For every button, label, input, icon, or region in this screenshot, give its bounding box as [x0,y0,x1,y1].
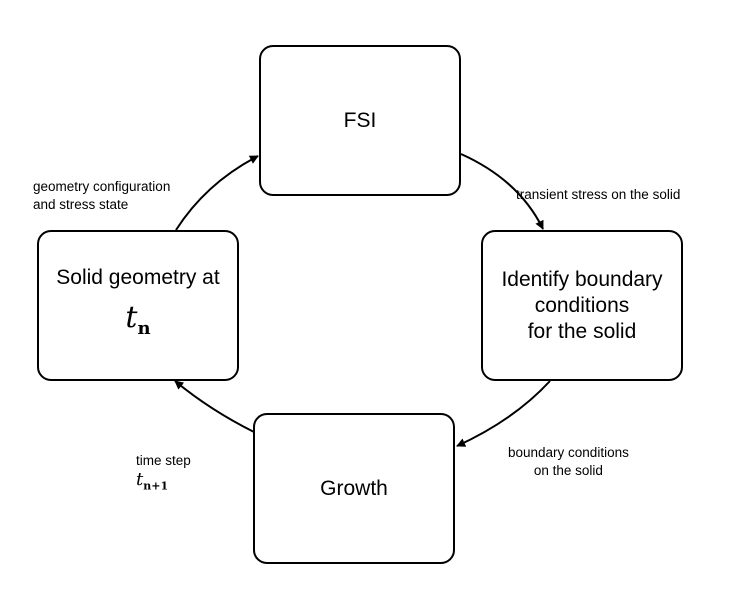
solid-geometry-node: Solid geometry at tn [37,230,239,381]
fsi-node: FSI [259,45,461,196]
fsi-node-label: FSI [343,108,377,132]
edge-label-time-step-math-var: t [136,469,144,490]
solid-geometry-node-label: Solid geometry at [56,266,220,289]
arrow-solid-to-fsi [175,155,259,231]
solid-geometry-math-var: t [125,300,138,335]
edge-label-transient-stress-text: transient stress on the solid [516,187,681,202]
arrow-fsi-to-boundary [460,153,544,230]
solid-geometry-math: tn [125,301,150,346]
arrow-boundary-to-growth [456,380,551,447]
solid-geometry-math-sub: n [137,318,151,339]
edge-label-time-step: time step tn+1 [136,434,191,496]
boundary-conditions-node-label: Identify boundary conditions for the sol… [501,267,663,343]
edge-label-geometry-configuration: geometry configuration and stress state [33,160,170,214]
edge-label-time-step-text: time step [136,453,191,468]
edge-label-time-step-math: tn+1 [136,469,168,493]
edge-label-boundary-conditions: boundary conditions on the solid [508,426,629,480]
edge-label-geometry-configuration-text: geometry configuration and stress state [33,179,171,212]
edge-label-boundary-conditions-text: boundary conditions on the solid [508,445,629,478]
boundary-conditions-node: Identify boundary conditions for the sol… [481,230,683,381]
edge-label-transient-stress: transient stress on the solid [516,168,680,204]
growth-node: Growth [253,413,455,564]
edge-label-time-step-math-sub: n+1 [143,479,169,493]
arrow-growth-to-solid [174,380,255,433]
growth-node-label: Growth [320,476,388,500]
